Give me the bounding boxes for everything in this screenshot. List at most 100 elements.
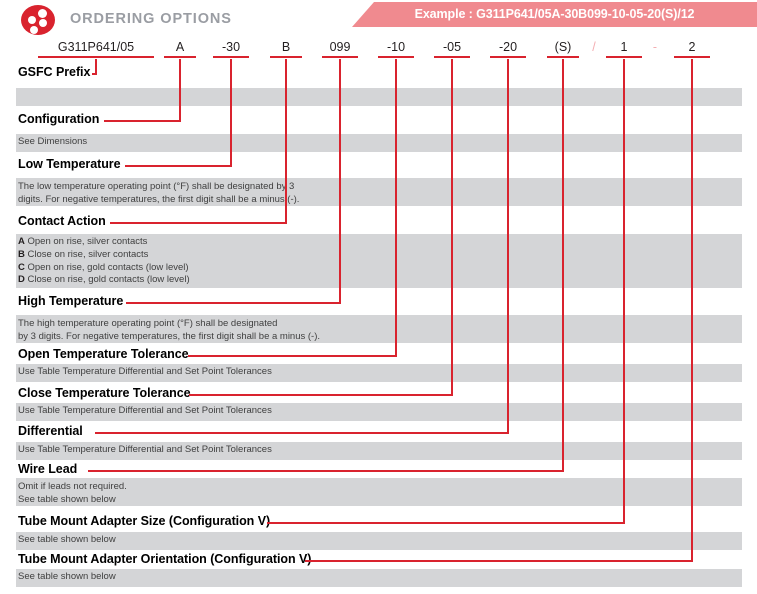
page-header: ORDERING OPTIONS Example : G311P641/05A-… [0, 0, 757, 36]
section-band [16, 403, 742, 421]
section-description-7: Use Table Temperature Differential and S… [18, 444, 272, 455]
code-value: -30 [221, 40, 241, 54]
section-label-6: Close Temperature Tolerance [18, 386, 191, 400]
section-band [16, 442, 742, 460]
code-underline [322, 56, 358, 58]
option-text: Close on rise, silver contacts [24, 248, 149, 260]
code-underline [213, 56, 249, 58]
section-label-9: Tube Mount Adapter Size (Configuration V… [18, 514, 271, 528]
section-description-4: The high temperature operating point (°F… [18, 318, 321, 342]
connector-horizontal-9 [267, 522, 624, 524]
code-cell-3: B [270, 40, 302, 58]
section-description-8: Omit if leads not required. See table sh… [18, 481, 127, 505]
code-underline [648, 56, 662, 58]
option-code: C [18, 261, 25, 273]
code-cell-8: (S) [547, 40, 579, 58]
logo-dot-2 [28, 16, 36, 24]
connector-horizontal-2 [125, 165, 231, 167]
section-description-2: The low temperature operating point (°F)… [18, 181, 300, 205]
section-band [16, 134, 742, 152]
section-description-9: See table shown below [18, 534, 116, 545]
code-underline [38, 56, 154, 58]
code-underline [434, 56, 470, 58]
code-underline [164, 56, 196, 58]
example-part-number-banner: Example : G311P641/05A-30B099-10-05-20(S… [352, 2, 757, 27]
code-value: 1 [620, 40, 628, 54]
logo-dot-4 [30, 26, 38, 34]
code-cell-5: -10 [378, 40, 414, 58]
four-dot-circle-logo-icon [21, 5, 55, 35]
contact-action-option-C: C Open on rise, gold contacts (low level… [18, 262, 189, 275]
code-underline [490, 56, 526, 58]
connector-horizontal-7 [95, 432, 508, 434]
section-label-4: High Temperature [18, 294, 124, 308]
section-band [16, 88, 742, 106]
logo-dot-3 [39, 19, 47, 27]
code-underline [378, 56, 414, 58]
connector-horizontal-3 [110, 222, 286, 224]
code-cell-9: / [587, 40, 601, 58]
logo-dot-1 [38, 9, 47, 18]
connector-horizontal-4 [126, 302, 340, 304]
section-band [16, 569, 742, 587]
code-underline [547, 56, 579, 58]
code-value: (S) [554, 40, 572, 54]
code-cell-6: -05 [434, 40, 470, 58]
code-value: B [281, 40, 291, 54]
code-underline [270, 56, 302, 58]
option-text: Close on rise, gold contacts (low level) [24, 274, 190, 286]
option-code: D [18, 274, 25, 286]
code-cell-0: G311P641/05 [38, 40, 154, 58]
section-band [16, 315, 742, 343]
section-description-10: See table shown below [18, 571, 116, 582]
contact-action-option-A: A Open on rise, silver contacts [18, 236, 147, 249]
option-text: Open on rise, gold contacts (low level) [24, 261, 189, 273]
code-cell-2: -30 [213, 40, 249, 58]
section-band [16, 178, 742, 206]
contact-action-option-D: D Close on rise, gold contacts (low leve… [18, 274, 190, 287]
section-band [16, 478, 742, 506]
code-value: 2 [688, 40, 696, 54]
code-value: G311P641/05 [57, 40, 135, 54]
code-value: -05 [442, 40, 462, 54]
option-code: A [18, 236, 25, 247]
code-value: 099 [329, 40, 351, 54]
section-label-2: Low Temperature [18, 157, 121, 171]
code-cell-7: -20 [490, 40, 526, 58]
section-description-5: Use Table Temperature Differential and S… [18, 366, 272, 377]
contact-action-option-B: B Close on rise, silver contacts [18, 249, 148, 262]
code-underline [587, 56, 601, 58]
option-text: Open on rise, silver contacts [24, 236, 148, 247]
connector-vertical-6 [451, 59, 453, 396]
section-label-10: Tube Mount Adapter Orientation (Configur… [18, 552, 312, 566]
code-value: -20 [498, 40, 518, 54]
section-band [16, 364, 742, 382]
code-cell-10: 1 [606, 40, 642, 58]
section-description-6: Use Table Temperature Differential and S… [18, 405, 272, 416]
section-label-1: Configuration [18, 112, 100, 126]
section-label-0: GSFC Prefix [18, 65, 91, 79]
code-underline [606, 56, 642, 58]
section-band [16, 532, 742, 550]
option-code: B [18, 248, 25, 260]
code-value: -10 [386, 40, 406, 54]
connector-horizontal-1 [104, 120, 180, 122]
connector-horizontal-5 [188, 355, 396, 357]
part-number-code-row: G311P641/05 A -30 B 099 -10 -05 -20 (S) / 1 - 2 [0, 40, 757, 62]
section-band [16, 234, 742, 288]
code-cell-11: - [648, 40, 662, 58]
code-value: A [175, 40, 185, 54]
code-cell-4: 099 [322, 40, 358, 58]
section-description-1: See Dimensions [18, 136, 88, 147]
connector-horizontal-6 [189, 394, 452, 396]
code-cell-12: 2 [674, 40, 710, 58]
connector-horizontal-8 [88, 470, 563, 472]
connector-horizontal-0 [92, 73, 96, 75]
page-title: ORDERING OPTIONS [70, 11, 232, 27]
section-label-5: Open Temperature Tolerance [18, 347, 189, 361]
section-label-8: Wire Lead [18, 462, 78, 476]
connector-horizontal-10 [305, 560, 692, 562]
code-value: - [652, 40, 658, 54]
code-value: / [592, 40, 596, 54]
code-cell-1: A [164, 40, 196, 58]
